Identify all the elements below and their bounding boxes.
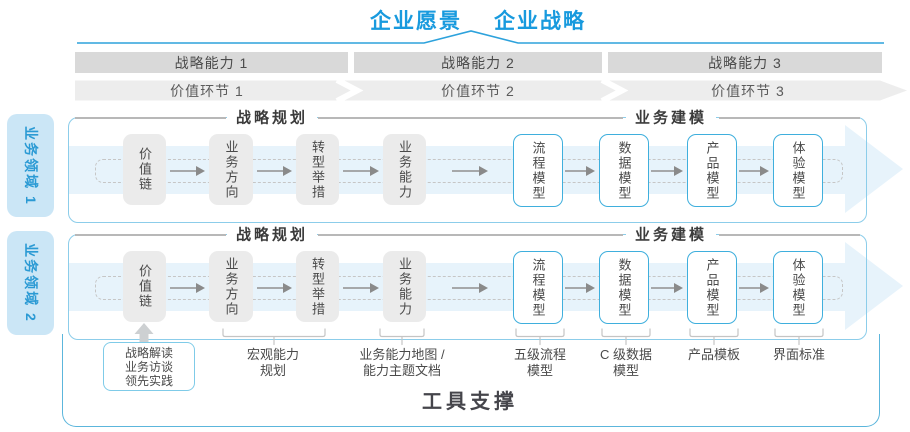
flow-box-6: 数据模型: [599, 134, 649, 207]
flow-box-label: 业务方向: [223, 139, 239, 200]
flow-box-1: 价值链: [123, 251, 166, 322]
strategy-title: 企业战略: [494, 10, 586, 33]
flow-box-label: 转型举措: [310, 256, 325, 317]
section-title-line: [75, 117, 226, 119]
dashed-placeholder: [95, 276, 843, 300]
flow-arrow-icon: [257, 281, 292, 293]
business-row-2: 价值链 业务方向 转型举措 业务能力 流程模型 数据模型 产品模型 体验模型 战略规划 业务建模: [68, 223, 867, 340]
flow-arrow-icon: [565, 281, 595, 293]
flow-arrow-icon: [257, 164, 292, 176]
annotation-label-3: 五级流程模型: [513, 347, 567, 378]
tool-support-label: 工具支撑: [422, 391, 518, 413]
value-link-band: [75, 80, 907, 101]
dashed-placeholder: [95, 159, 843, 183]
flow-box-label: 价值链: [137, 147, 152, 192]
flow-box-5: 流程模型: [513, 251, 563, 324]
flow-box-4: 业务能力: [383, 134, 426, 205]
flow-box-label: 产品模型: [704, 140, 720, 201]
domain-label-text: 业务领域 2: [22, 243, 39, 323]
section-title-line: [318, 234, 623, 236]
section-title-2: 业务建模: [625, 223, 717, 245]
flow-box-label: 流程模型: [530, 257, 546, 318]
section-title-line: [318, 117, 623, 119]
annotation-label-6: 界面标准: [772, 347, 826, 362]
flow-arrow-icon: [170, 164, 205, 176]
flow-box-label: 数据模型: [616, 140, 632, 201]
flow-box-label: 体验模型: [790, 257, 806, 318]
annotation-label-2: 业务能力地图 /能力主题文档: [359, 347, 445, 378]
flow-box-6: 数据模型: [599, 251, 649, 324]
flow-arrowhead-icon: [845, 242, 903, 330]
flow-box-label: 数据模型: [616, 257, 632, 318]
section-title-line: [75, 234, 226, 236]
flow-arrowhead-icon: [845, 125, 903, 213]
flow-arrow-icon: [739, 164, 769, 176]
flow-box-7: 产品模型: [687, 134, 737, 207]
flow-box-1: 价值链: [123, 134, 166, 205]
flow-box-label: 业务能力: [397, 139, 412, 200]
flow-box-2: 业务方向: [209, 134, 253, 205]
flow-box-3: 转型举措: [296, 134, 339, 205]
section-title-1: 战略规划: [226, 223, 318, 245]
flow-box-label: 价值链: [137, 264, 152, 309]
flow-box-3: 转型举措: [296, 251, 339, 322]
capability-band-1: 战略能力 1: [75, 52, 348, 73]
flow-box-8: 体验模型: [773, 134, 823, 207]
flow-box-4: 业务能力: [383, 251, 426, 322]
practice-box-line: 业务访谈: [124, 359, 173, 374]
flow-box-label: 产品模型: [704, 257, 720, 318]
value-link-label-2: 价值环节 2: [441, 83, 515, 99]
practice-box-line: 战略解读: [124, 345, 173, 360]
section-title-line: [719, 117, 860, 119]
flow-arrow-icon: [651, 164, 683, 176]
flow-arrow-icon: [343, 281, 379, 293]
flow-box-2: 业务方向: [209, 251, 253, 322]
capability-band-3: 战略能力 3: [608, 52, 882, 73]
value-link-label-1: 价值环节 1: [170, 83, 244, 99]
section-title-1: 战略规划: [226, 106, 318, 128]
practice-box: 战略解读业务访谈领先实践: [103, 342, 195, 391]
section-title-2: 业务建模: [625, 106, 717, 128]
annotation-label-5: 产品模板: [687, 347, 741, 362]
flow-box-5: 流程模型: [513, 134, 563, 207]
header-title: 企业愿景 企业战略: [370, 5, 586, 35]
flow-box-label: 业务方向: [223, 256, 239, 317]
domain-label-text: 业务领域 1: [22, 125, 39, 206]
flow-arrow-icon: [170, 281, 205, 293]
domain-label-2: 业务领域 2: [7, 231, 54, 335]
flow-box-label: 流程模型: [530, 140, 546, 201]
section-title-line: [719, 234, 860, 236]
vision-title: 企业愿景: [370, 10, 462, 33]
annotation-label-1: 宏观能力规划: [246, 347, 300, 378]
flow-box-7: 产品模型: [687, 251, 737, 324]
practice-box-line: 领先实践: [124, 373, 173, 388]
business-row-1: 价值链 业务方向 转型举措 业务能力 流程模型 数据模型 产品模型 体验模型 战略规划 业务建模: [68, 106, 867, 223]
flow-arrow-icon: [651, 281, 683, 293]
flow-arrow-icon: [451, 164, 488, 176]
capability-band-2: 战略能力 2: [354, 52, 602, 73]
flow-box-label: 体验模型: [790, 140, 806, 201]
flow-arrow-icon: [739, 281, 769, 293]
value-link-label-3: 价值环节 3: [711, 83, 785, 99]
flow-arrow-icon: [565, 164, 595, 176]
domain-label-1: 业务领域 1: [7, 114, 54, 217]
flow-arrow-icon: [451, 281, 488, 293]
flow-box-label: 转型举措: [310, 139, 325, 200]
chevron-separator-icon: [600, 80, 629, 101]
flow-box-label: 业务能力: [397, 256, 412, 317]
annotation-label-4: C 级数据模型: [599, 347, 653, 378]
tool-support-container: [62, 334, 880, 427]
flow-box-8: 体验模型: [773, 251, 823, 324]
chevron-separator-icon: [335, 80, 364, 101]
flow-arrow-icon: [343, 164, 379, 176]
